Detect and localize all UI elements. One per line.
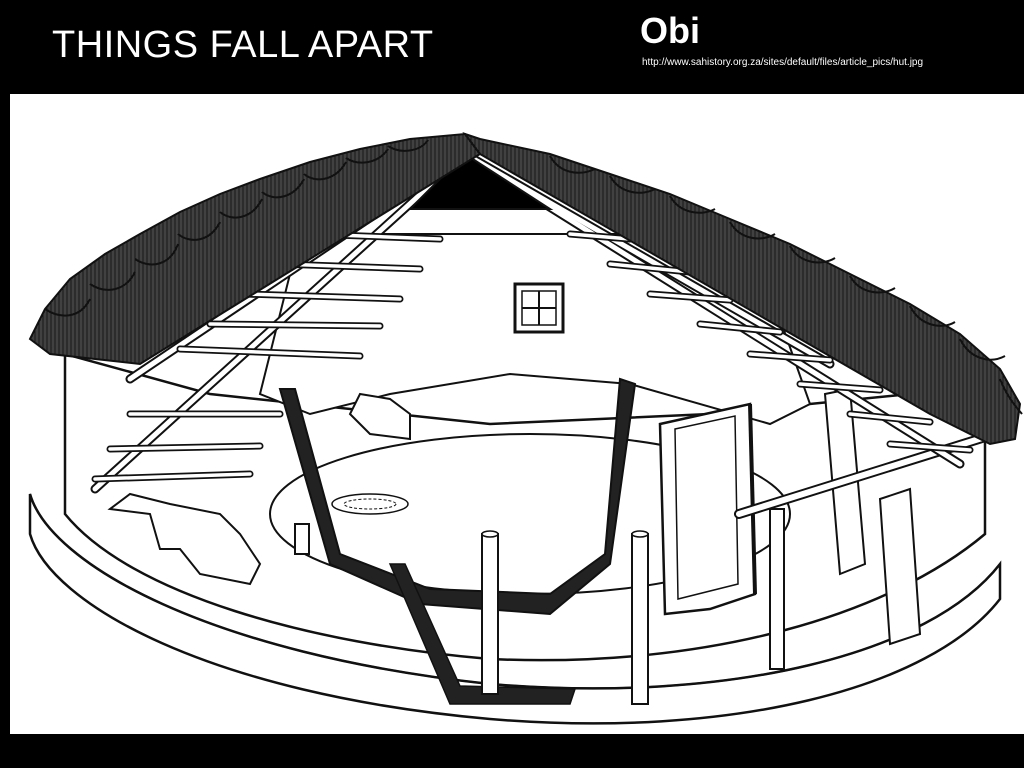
- doorway: [658, 387, 922, 646]
- roof-battens-inner: [93, 232, 972, 481]
- slide-subtitle: Obi: [640, 10, 700, 51]
- slide-title: THINGS FALL APART: [52, 24, 434, 66]
- hut-illustration: [10, 94, 1024, 734]
- thatch-left: [28, 132, 482, 366]
- window: [513, 282, 565, 334]
- roof-peak: [407, 152, 554, 210]
- cutaway-wall: [107, 377, 637, 705]
- hut-drawing: [28, 132, 1023, 725]
- source-url: http://www.sahistory.org.za/sites/defaul…: [642, 57, 924, 68]
- thatch-right: [462, 132, 1023, 446]
